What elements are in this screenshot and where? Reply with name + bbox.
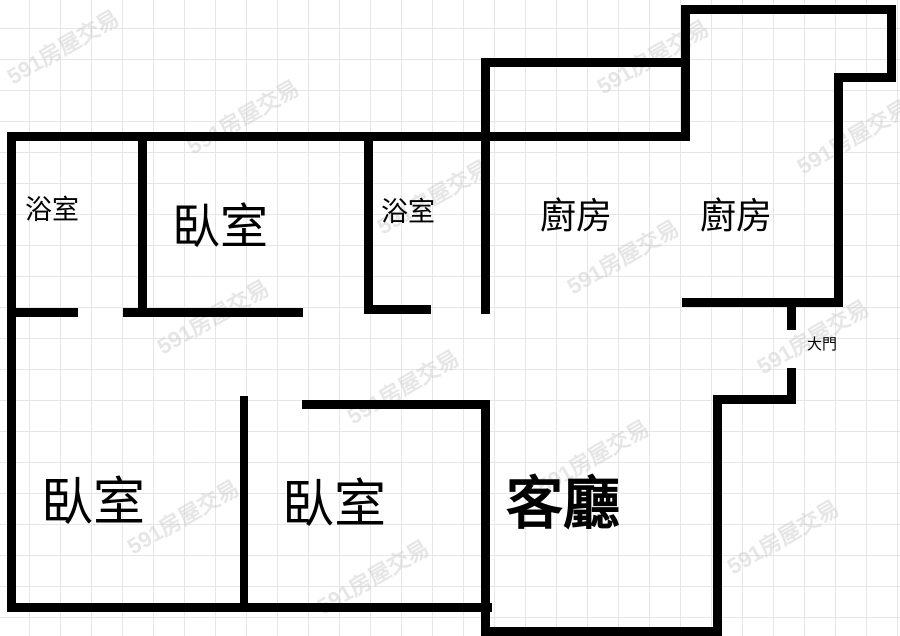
- wall: [481, 400, 490, 636]
- watermark: 591房屋交易: [722, 495, 844, 580]
- wall: [7, 132, 690, 141]
- watermark: 591房屋交易: [2, 5, 124, 90]
- room-label-living-room: 客廳: [506, 471, 620, 537]
- watermark: 591房屋交易: [182, 75, 304, 160]
- wall: [682, 298, 843, 307]
- room-label-kitchen-2: 廚房: [700, 196, 773, 237]
- wall: [681, 5, 690, 140]
- wall: [481, 627, 722, 636]
- room-label-bedroom-bottom-mid: 臥室: [282, 475, 387, 535]
- wall: [7, 132, 16, 612]
- wall: [887, 5, 896, 82]
- wall: [123, 308, 303, 317]
- wall: [834, 73, 843, 307]
- room-label-bath-mid: 浴室: [381, 197, 435, 228]
- wall: [481, 58, 687, 67]
- wall: [681, 5, 896, 14]
- room-label-bedroom-bottom-left: 臥室: [41, 473, 146, 533]
- watermark: 591房屋交易: [592, 15, 714, 100]
- wall: [481, 60, 490, 314]
- room-label-main-door: 大門: [807, 335, 838, 353]
- wall: [713, 395, 796, 404]
- wall: [364, 305, 431, 314]
- watermark: 591房屋交易: [792, 95, 900, 180]
- wall: [713, 395, 722, 636]
- wall: [787, 298, 796, 330]
- room-label-bath-left: 浴室: [25, 195, 79, 226]
- wall: [834, 73, 896, 82]
- wall: [7, 603, 492, 612]
- wall: [302, 400, 490, 409]
- wall: [787, 368, 796, 404]
- room-label-kitchen-1: 廚房: [540, 196, 613, 237]
- wall: [7, 308, 78, 317]
- wall: [240, 396, 248, 612]
- wall: [138, 132, 147, 312]
- room-label-bedroom-top: 臥室: [172, 199, 269, 255]
- watermark: 591房屋交易: [342, 345, 464, 430]
- wall: [364, 132, 373, 314]
